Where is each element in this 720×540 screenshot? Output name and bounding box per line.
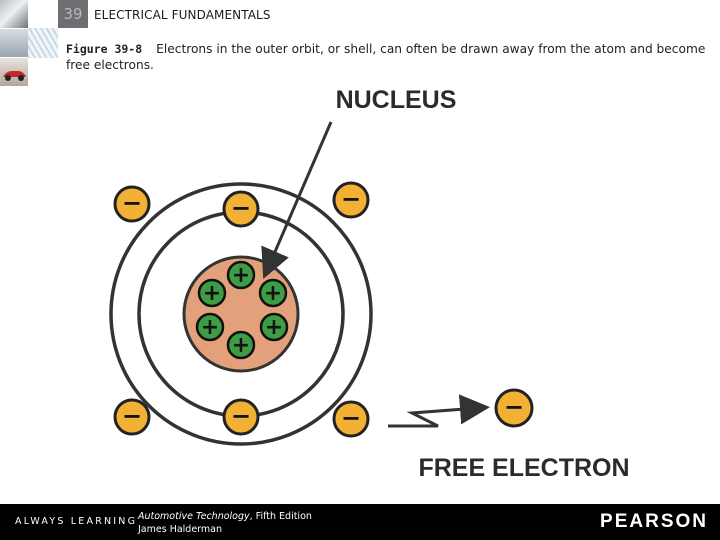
outer-orbit	[109, 182, 373, 446]
proton-symbol: +	[264, 281, 282, 306]
footer-tagline: ALWAYS LEARNING	[15, 516, 138, 527]
nucleus-pointer-arrow	[261, 121, 333, 280]
proton: +	[226, 330, 256, 360]
car-thumbnail-2	[0, 29, 28, 57]
proton-symbol: +	[265, 315, 283, 340]
book-info: Automotive Technology, Fifth Edition Jam…	[138, 510, 312, 536]
electron-symbol: −	[231, 402, 251, 430]
electron: −	[222, 190, 260, 228]
electron: −	[222, 398, 260, 436]
book-edition: , Fifth Edition	[249, 511, 312, 522]
caption-text: Electrons in the outer orbit, or shell, …	[66, 42, 706, 72]
publisher-logo: PEARSON	[600, 511, 708, 532]
atom-diagram: + + + + + + − − − − − − NUCLEUS − FREE E…	[100, 78, 660, 488]
electron-symbol: −	[122, 189, 142, 217]
electron-symbol: −	[341, 185, 361, 213]
nucleus-label: NUCLEUS	[336, 86, 457, 114]
electron: −	[332, 181, 370, 219]
free-electron-label: FREE ELECTRON	[418, 454, 629, 482]
electron: −	[332, 400, 370, 438]
proton: +	[258, 278, 288, 308]
book-author: James Halderman	[138, 524, 223, 535]
figure-label: Figure 39-8	[66, 42, 143, 56]
proton: +	[226, 260, 256, 290]
thumbnail-strip	[0, 0, 28, 86]
free-electron-path-arrow	[388, 394, 490, 428]
proton-symbol: +	[232, 333, 250, 358]
electron-symbol: −	[231, 194, 251, 222]
chapter-title: ELECTRICAL FUNDAMENTALS	[94, 8, 271, 22]
electron-symbol: −	[504, 393, 524, 421]
book-title: Automotive Technology	[138, 511, 250, 522]
free-electron: −	[494, 388, 534, 428]
proton-symbol: +	[232, 263, 250, 288]
footer-bar: ALWAYS LEARNING Automotive Technology, F…	[0, 504, 720, 540]
proton: +	[259, 312, 289, 342]
electron: −	[113, 185, 151, 223]
proton-symbol: +	[201, 315, 219, 340]
proton: +	[195, 312, 225, 342]
car-thumbnail-3	[0, 58, 28, 86]
electron-symbol: −	[122, 402, 142, 430]
chapter-number: 39	[58, 0, 88, 28]
electron-symbol: −	[341, 404, 361, 432]
electron: −	[113, 398, 151, 436]
car-thumbnail-1	[0, 0, 28, 28]
proton-symbol: +	[203, 281, 221, 306]
proton: +	[197, 278, 227, 308]
decorative-texture	[28, 28, 58, 58]
